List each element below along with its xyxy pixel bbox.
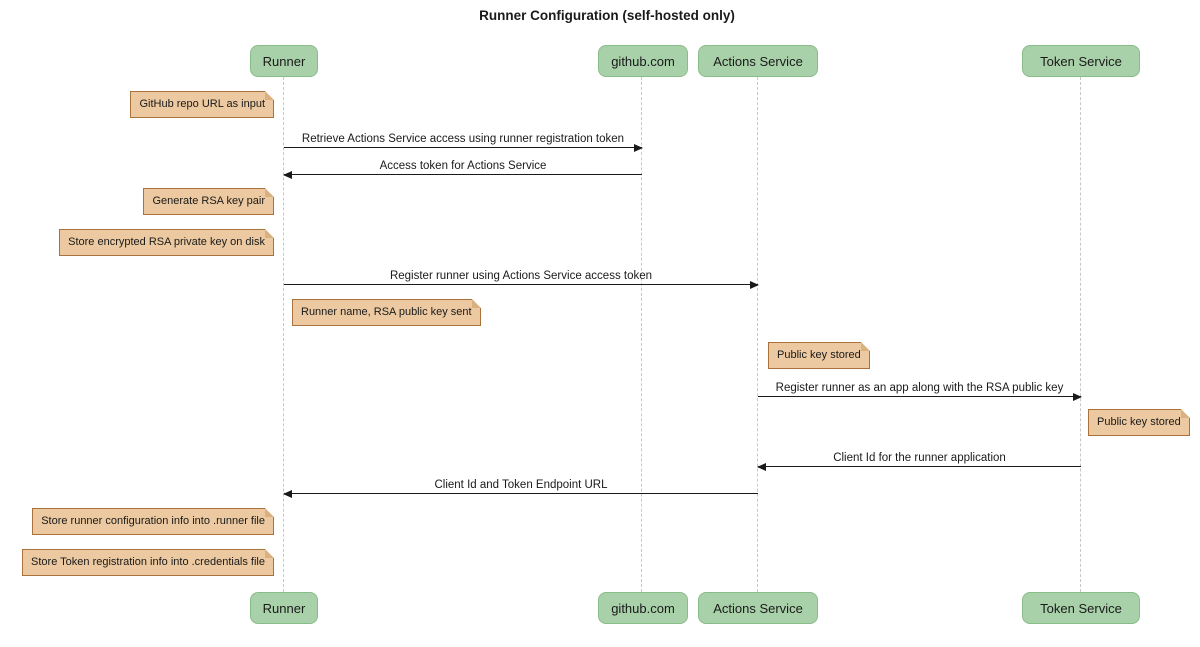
message-line [284,147,642,148]
note-store-private-key: Store encrypted RSA private key on disk [59,229,274,256]
note-generate-rsa: Generate RSA key pair [143,188,274,215]
participant-runner-top: Runner [250,45,318,77]
participant-token-service-bottom: Token Service [1022,592,1140,624]
message-register-runner: Register runner using Actions Service ac… [284,268,759,290]
message-client-id-endpoint: Client Id and Token Endpoint URL [283,477,758,499]
note-label: Store encrypted RSA private key on disk [68,236,265,248]
participant-github-top: github.com [598,45,688,77]
note-store-runner-file: Store runner configuration info into .ru… [32,508,274,535]
message-label: Retrieve Actions Service access using ru… [301,133,625,145]
message-line [284,174,642,175]
message-client-id-runner-app: Client Id for the runner application [757,450,1081,472]
lifeline-actions-service [757,77,758,592]
message-line [758,466,1081,467]
arrowhead-left-icon [283,490,292,499]
arrowhead-right-icon [750,281,759,290]
arrowhead-left-icon [757,463,766,472]
diagram-title: Runner Configuration (self-hosted only) [479,8,735,23]
note-label: Store runner configuration info into .ru… [41,515,265,527]
note-label: Public key stored [1097,416,1181,428]
lifeline-token-service [1080,77,1081,592]
participant-actions-service-bottom: Actions Service [698,592,818,624]
participant-runner-bottom: Runner [250,592,318,624]
note-public-key-stored-token: Public key stored [1088,409,1190,436]
message-label: Client Id and Token Endpoint URL [434,479,608,491]
arrowhead-right-icon [634,144,643,153]
note-label: Store Token registration info into .cred… [31,556,265,568]
message-register-runner-app: Register runner as an app along with the… [758,380,1082,402]
note-label: Public key stored [777,349,861,361]
message-label: Access token for Actions Service [379,160,547,172]
message-line [284,493,758,494]
participant-token-service-top: Token Service [1022,45,1140,77]
message-line [758,396,1081,397]
note-label: Runner name, RSA public key sent [301,306,472,318]
message-access-token: Access token for Actions Service [283,158,642,180]
lifeline-runner [283,77,284,592]
note-runner-name-sent: Runner name, RSA public key sent [292,299,481,326]
note-github-repo-url: GitHub repo URL as input [130,91,274,118]
arrowhead-right-icon [1073,393,1082,402]
participant-github-bottom: github.com [598,592,688,624]
note-public-key-stored-actions: Public key stored [768,342,870,369]
message-label: Register runner using Actions Service ac… [389,270,653,282]
note-store-credentials-file: Store Token registration info into .cred… [22,549,274,576]
message-label: Client Id for the runner application [833,452,1006,464]
message-label: Register runner as an app along with the… [775,382,1064,394]
arrowhead-left-icon [283,171,292,180]
lifeline-github [641,77,642,592]
message-retrieve-actions-access: Retrieve Actions Service access using ru… [284,131,643,153]
note-label: GitHub repo URL as input [139,98,265,110]
message-line [284,284,758,285]
note-label: Generate RSA key pair [152,195,265,207]
participant-actions-service-top: Actions Service [698,45,818,77]
